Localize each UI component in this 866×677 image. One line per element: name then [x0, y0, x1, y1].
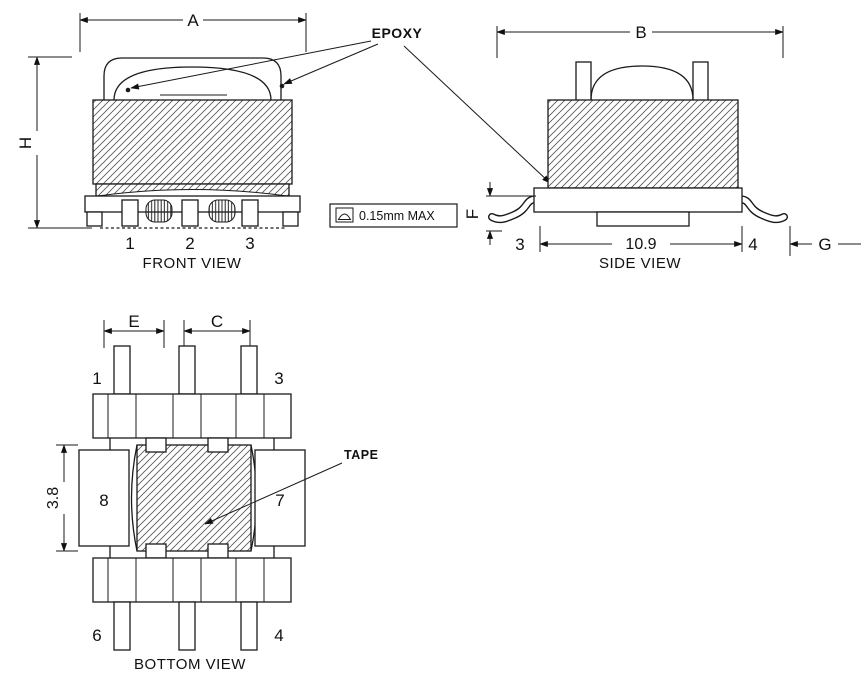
bottom-pad-row-bottom-dividers	[107, 558, 265, 602]
front-coil-winding-right	[208, 199, 236, 223]
flatness-callout-box	[329, 203, 458, 228]
front-pin-3	[241, 199, 259, 227]
bottom-pad-7-label: 7	[275, 491, 284, 510]
front-coil-winding-left	[145, 199, 173, 223]
tape-leader	[204, 462, 343, 525]
bottom-view-caption: BOTTOM VIEW	[134, 656, 246, 673]
front-winding-arc	[113, 66, 272, 101]
bottom-view-part	[78, 345, 306, 651]
bottom-pin-4-label: 4	[274, 626, 283, 645]
side-view-caption: SIDE VIEW	[599, 255, 681, 272]
bottom-tab-top-left	[145, 437, 167, 453]
flatness-note: 0.15mm MAX	[359, 209, 435, 223]
dim-c-label: C	[211, 312, 223, 331]
bottom-pad-row-bottom	[92, 557, 292, 603]
bottom-dim-C: C	[183, 312, 251, 348]
front-pin-1	[121, 199, 139, 227]
dim-a-label: A	[187, 11, 199, 30]
side-winding-arc	[590, 65, 694, 101]
front-pin-3-label: 3	[245, 234, 254, 253]
dim-g-label: G	[818, 235, 831, 254]
epoxy-callout: EPOXY	[125, 25, 551, 184]
epoxy-leader-right	[283, 43, 379, 85]
bottom-pin-6-label: 6	[92, 626, 101, 645]
front-dim-H: H	[16, 56, 92, 229]
bottom-pad-8-label: 8	[99, 491, 108, 510]
side-dim-G: G	[789, 226, 861, 256]
front-dim-A: A	[79, 11, 307, 52]
side-pin-4-label: 4	[748, 235, 757, 254]
bottom-pin-4	[240, 601, 258, 651]
side-pin-3-label: 3	[515, 235, 524, 254]
front-view: A H 1 2 3 FRONT V	[16, 11, 307, 272]
flatness-callout: 0.15mm MAX	[329, 203, 458, 228]
tape-callout: TAPE	[204, 448, 378, 525]
bottom-pin-3-label: 3	[274, 369, 283, 388]
front-base-plate-curve	[97, 189, 288, 197]
bottom-pad-row-top	[92, 393, 292, 439]
bottom-pin-1	[113, 345, 131, 395]
bottom-pin-2-bottom	[178, 601, 196, 651]
dim-f-label: F	[463, 209, 482, 219]
side-post-right	[692, 61, 709, 103]
side-view-part	[488, 61, 788, 227]
front-view-part	[84, 57, 301, 229]
dim-span-label: 10.9	[625, 236, 656, 253]
side-dim-F: F	[463, 182, 536, 245]
front-foot-right	[282, 211, 299, 227]
bottom-pin-3	[240, 345, 258, 395]
bottom-pin-1-label: 1	[92, 369, 101, 388]
side-post-left	[575, 61, 592, 103]
side-base	[533, 187, 743, 213]
side-dim-B: B	[496, 23, 784, 58]
front-bobbin-outline	[103, 57, 282, 100]
bottom-core-tape-area	[136, 444, 252, 552]
dim-e-label: E	[128, 312, 139, 331]
dim-3-8-label: 3.8	[45, 487, 62, 509]
dim-h-label: H	[16, 137, 35, 149]
flatness-symbol-icon	[337, 213, 352, 220]
bottom-pad-row-top-dividers	[107, 394, 265, 438]
epoxy-leader-side	[403, 45, 551, 184]
bottom-pin-2-top	[178, 345, 196, 395]
front-foot-left	[86, 211, 103, 227]
tape-label: TAPE	[344, 448, 378, 462]
bottom-bobbin-curve-left	[130, 444, 138, 552]
bottom-tab-top-right	[207, 437, 229, 453]
bottom-pad-8	[78, 449, 130, 547]
bottom-tab-bottom-left	[145, 543, 167, 559]
bottom-view: E C	[45, 312, 378, 673]
epoxy-leader-left	[130, 40, 372, 90]
epoxy-bead-left	[125, 87, 131, 93]
side-core	[547, 99, 739, 189]
front-view-caption: FRONT VIEW	[143, 255, 242, 272]
front-pin-1-label: 1	[125, 234, 134, 253]
side-center-pad	[596, 211, 690, 227]
side-dim-span: 10.9	[539, 226, 743, 253]
bottom-tab-bottom-right	[207, 543, 229, 559]
bottom-dim-E: E	[103, 312, 165, 348]
side-view: B F 10.9 3 4	[463, 23, 861, 272]
bottom-dim-core-width: 3.8	[45, 444, 78, 552]
dim-b-label: B	[635, 23, 646, 42]
front-pin-2-label: 2	[185, 234, 194, 253]
front-core	[92, 99, 293, 185]
front-pin-2	[181, 199, 199, 227]
bottom-pin-6	[113, 601, 131, 651]
epoxy-bead-right	[279, 83, 285, 89]
epoxy-label: EPOXY	[372, 25, 423, 41]
